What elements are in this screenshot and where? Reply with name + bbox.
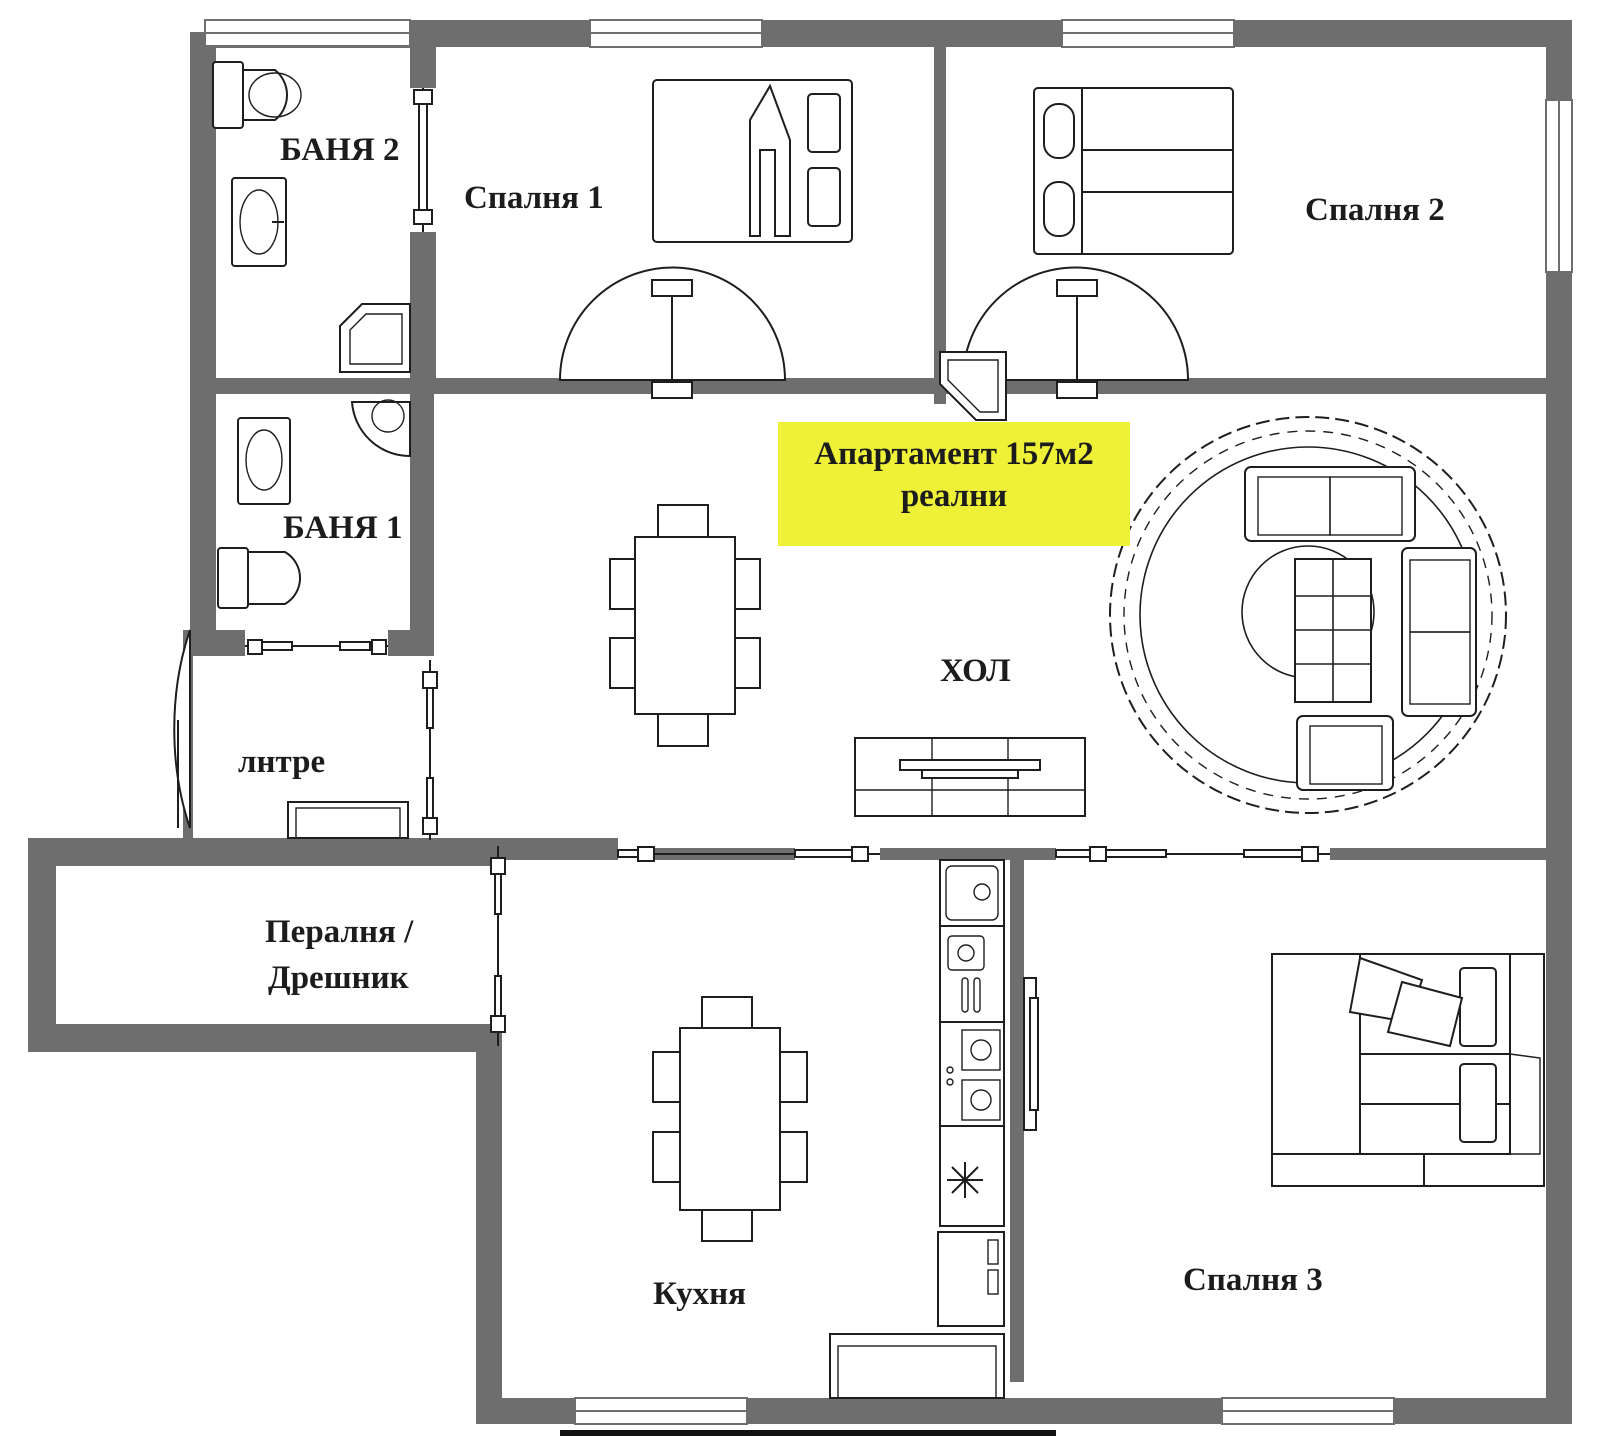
area-line-1: Апартамент 157м2 — [814, 436, 1093, 472]
kitchen-counter — [829, 859, 1005, 1399]
bath1-fixtures — [217, 399, 411, 609]
label-bath-2: БАНЯ 2 — [280, 132, 399, 168]
bedroom3-bed — [1271, 953, 1545, 1187]
room-labels: БАНЯ 2 Спалня 1 Спалня 2 БАНЯ 1 лнтре ХО… — [238, 132, 1445, 1312]
doors — [173, 88, 1330, 1131]
apartment-area-badge: Апартамент 157м2 реални — [778, 422, 1130, 546]
windows — [204, 19, 1573, 1425]
bath2-fixtures — [212, 61, 411, 373]
living-rug-sofa — [1109, 416, 1507, 814]
label-kitchen: Кухня — [653, 1276, 746, 1312]
living-dining-table — [609, 504, 761, 747]
label-bath-1: БАНЯ 1 — [283, 510, 402, 546]
bedroom1-bed — [652, 79, 853, 243]
label-entrance: лнтре — [238, 744, 325, 780]
entrance-fixtures — [287, 801, 409, 839]
label-laundry-1: Пералня / — [265, 914, 414, 950]
kitchen-table — [652, 996, 808, 1242]
bottom-bar — [560, 1430, 1056, 1436]
hall-corner-sink — [939, 351, 1007, 421]
label-living: ХОЛ — [940, 653, 1011, 689]
area-line-2: реални — [901, 478, 1007, 514]
label-bedroom-1: Спалня 1 — [464, 180, 604, 216]
label-bedroom-3: Спалня 3 — [1183, 1262, 1323, 1298]
label-laundry-2: Дрешник — [268, 960, 409, 996]
label-bedroom-2: Спалня 2 — [1305, 192, 1445, 228]
bedroom2-bed — [1033, 87, 1234, 255]
tv-stand — [854, 737, 1086, 817]
